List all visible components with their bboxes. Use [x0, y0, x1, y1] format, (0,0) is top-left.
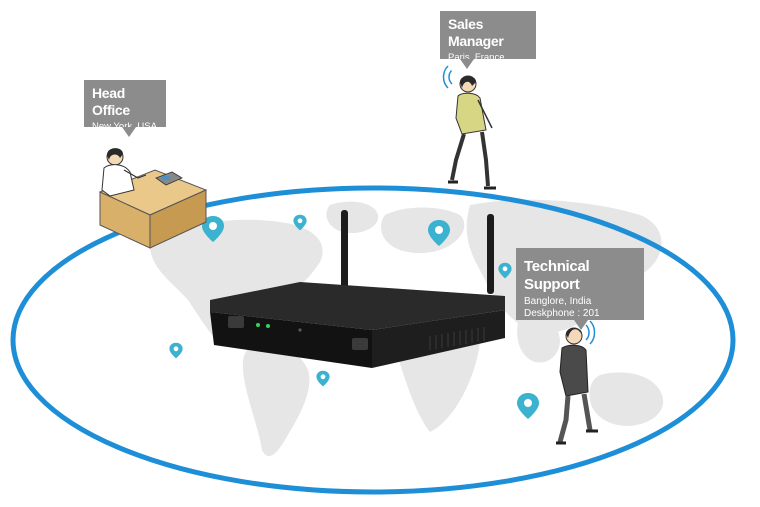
- technical-support-extension: Deskphone : 201: [524, 308, 600, 319]
- location-pin-icon: [316, 370, 330, 387]
- location-pin-icon: [202, 216, 224, 242]
- wifi-signal-icon: [442, 65, 453, 89]
- location-pin-icon: [498, 262, 512, 279]
- map-greenland: [326, 201, 379, 234]
- head-office-person-hair: [107, 148, 123, 160]
- map-south-america: [242, 343, 310, 457]
- coverage-ring: [10, 185, 736, 495]
- head-office-person-arm: [123, 169, 147, 179]
- router-port-right: [352, 338, 368, 350]
- desk-phone-icon: [155, 171, 183, 186]
- sales-manager-figure: [442, 65, 496, 190]
- location-pin-icon: [428, 220, 450, 246]
- location-pins: [169, 214, 539, 419]
- router-antenna-right: [487, 214, 494, 294]
- technical-support-figure: [556, 320, 598, 445]
- technical-support-title: Technical Support: [524, 258, 590, 293]
- router-antenna-left: [341, 210, 348, 288]
- sales-manager-torso: [455, 92, 487, 135]
- sales-manager-title: Sales Manager: [448, 16, 504, 49]
- desk-side: [149, 189, 207, 249]
- router-side: [372, 310, 505, 368]
- router-port-left: [228, 316, 244, 328]
- location-pin-icon: [293, 214, 307, 231]
- map-europe: [380, 207, 465, 254]
- sales-manager-arm: [477, 99, 493, 129]
- technical-support-torso: [559, 344, 589, 397]
- sales-manager-callout: Sales Manager Paris, France Mobile Ext.:…: [440, 11, 536, 74]
- head-office-scene: [98, 148, 208, 249]
- sales-manager-extension: Mobile Ext.: 401: [448, 62, 517, 74]
- location-pin-icon: [517, 393, 539, 419]
- head-office-title: Head Office: [92, 85, 130, 118]
- location-pin-icon: [169, 342, 183, 359]
- head-office-extension: Desk phone : 301: [92, 131, 148, 155]
- technical-support-callout: Technical Support Banglore, India Deskph…: [516, 248, 644, 330]
- sales-manager-location: Paris, France: [448, 51, 505, 63]
- technical-support-location: Banglore, India: [524, 296, 592, 307]
- router-icon: [210, 210, 505, 368]
- router-led-3: [298, 328, 302, 332]
- router-top: [210, 282, 505, 330]
- technical-support-legs: [557, 393, 593, 443]
- map-south-asia: [517, 314, 560, 363]
- map-australia: [589, 372, 664, 426]
- router-led-2: [266, 324, 270, 328]
- head-office-person-body: [101, 164, 135, 197]
- head-office-location: New York, USA: [92, 120, 157, 132]
- router-front: [210, 312, 372, 368]
- router-vents: [429, 327, 485, 350]
- sales-manager-legs: [450, 131, 490, 187]
- map-north-america: [150, 219, 323, 345]
- router-led-1: [256, 323, 260, 327]
- head-office-callout: Head Office New York, USA Desk phone : 3…: [84, 80, 166, 154]
